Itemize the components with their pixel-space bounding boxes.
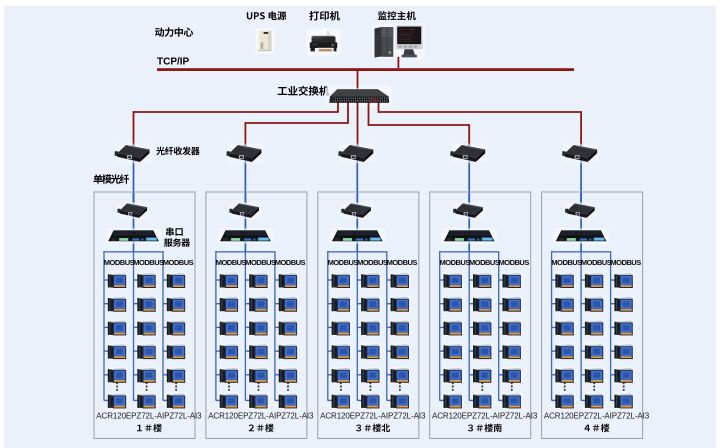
svg-text:TCP/IP: TCP/IP [157, 57, 190, 68]
